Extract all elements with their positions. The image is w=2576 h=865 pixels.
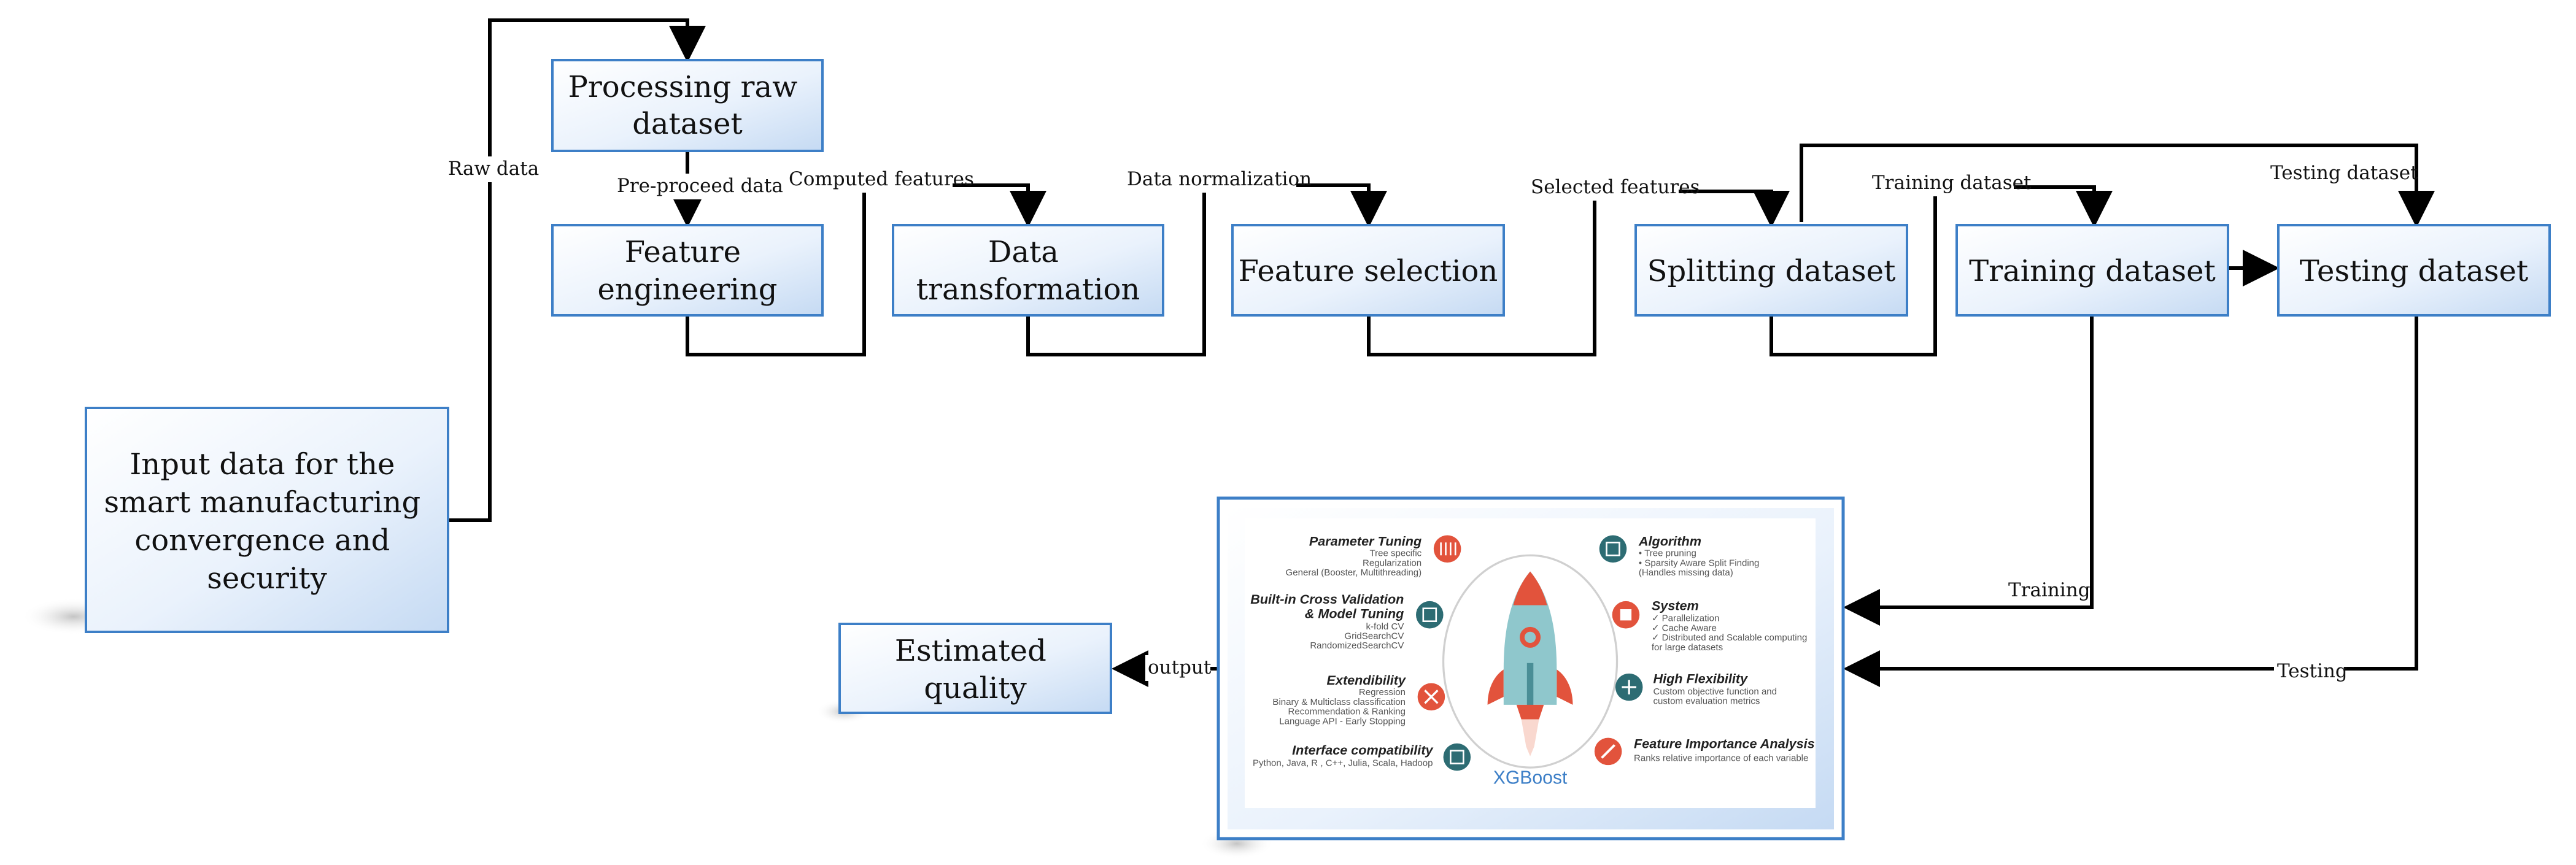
svg-text:Language API - Early Stopping: Language API - Early Stopping [1279,716,1406,726]
box-estimated-text: Estimated quality [895,634,1056,705]
svg-text:for large datasets: for large datasets [1652,642,1723,653]
label-computed-features: Computed features [789,168,974,190]
connectors [447,18,2435,687]
box-processing-text: Processing raw dataset [568,70,807,141]
ring-ellipse [1442,554,1619,769]
svg-text:k-fold CV: k-fold CV [1366,621,1404,632]
box-data-transformation-text: Data transformation [916,235,1140,307]
box-input: Input data for the smart manufacturing c… [85,407,449,633]
cross-validation-title: Built-in Cross Validation [1250,591,1404,607]
label-selected-features: Selected features [1531,176,1700,198]
svg-text:Regularization: Regularization [1363,558,1421,568]
svg-text:• Sparsity Aware Split Findin: • Sparsity Aware Split Finding [1639,558,1760,568]
label-testing-dataset: Testing dataset [2270,162,2418,184]
connector-feature-engineering-to-transformation [686,183,1046,356]
svg-text:GridSearchCV: GridSearchCV [1344,631,1404,642]
box-splitting-text: Splitting dataset [1647,254,1896,288]
interface-compatibility-icon [1443,743,1471,771]
connector-input-to-processing [447,18,706,522]
connector-selection-to-splitting [1367,190,1790,356]
label-training: Training [2008,579,2091,601]
connector-training-to-model [1843,315,2094,626]
svg-text:Ranks relative importance of e: Ranks relative importance of each variab… [1634,753,1808,764]
rocket-icon [1487,571,1573,756]
svg-text:(Handles missing data): (Handles missing data) [1639,567,1733,578]
extendibility-title: Extendibility [1327,672,1406,688]
ring-left-texts: Parameter Tuning Tree specific Regulariz… [1250,534,1433,769]
connector-splitting-to-training [1770,185,2113,356]
box-training-dataset: Training dataset [1955,224,2229,317]
box-feature-engineering: Feature engineering [551,224,824,317]
svg-text:Recommendation & Ranking: Recommendation & Ranking [1288,707,1406,717]
label-output: output [1148,656,1212,679]
svg-text:Tree specific: Tree specific [1369,548,1421,559]
connector-labels: Raw data Pre-proceed data Computed featu… [445,156,2418,685]
box-splitting-dataset: Splitting dataset [1634,224,1908,317]
svg-text:Binary & Multiclass classifica: Binary & Multiclass classification [1272,697,1406,707]
label-data-normalization: Data normalization [1127,168,1312,190]
feature-importance-title: Feature Importance Analysis [1634,736,1815,752]
ring-right-texts: Algorithm • Tree pruning • Sparsity Awar… [1634,534,1815,764]
svg-text:✓ Parallelization: ✓ Parallelization [1652,613,1719,624]
box-input-text: Input data for the smart manufacturing c… [104,447,430,596]
svg-text:General (Booster, Multithreadi: General (Booster, Multithreading) [1286,567,1422,578]
svg-text:• Tree pruning: • Tree pruning [1639,548,1696,559]
box-training-text: Training dataset [1969,254,2216,288]
algorithm-icon [1599,535,1627,563]
label-training-dataset: Training dataset [1872,172,2032,194]
svg-text:Python, Java, R , C++, Julia,: Python, Java, R , C++, Julia, Scala, Had… [1253,758,1433,768]
algorithm-title: Algorithm [1638,534,1701,549]
connector-transformation-to-selection [1026,183,1387,356]
svg-text:✓ Distributed and Scalable com: ✓ Distributed and Scalable computing [1652,632,1808,643]
parameter-tuning-title: Parameter Tuning [1309,534,1421,549]
box-feature-engineering-text: Feature engineering [597,235,777,307]
svg-text:✓ Cache Aware: ✓ Cache Aware [1652,623,1717,633]
ring-icons [1416,535,1643,771]
box-estimated-quality: Estimated quality [838,623,1112,714]
box-data-transformation: Data transformation [892,224,1164,317]
label-raw-data: Raw data [448,158,539,180]
box-processing: Processing raw dataset [551,59,824,152]
box-feature-selection-text: Feature selection [1239,254,1498,288]
xgboost-infographic: XGBoost Par [1250,534,1814,788]
parameter-tuning-icon [1433,535,1461,563]
svg-text:RandomizedSearchCV: RandomizedSearchCV [1310,640,1404,651]
label-pre-proceed-data: Pre-proceed data [617,175,783,197]
cross-validation-icon [1416,601,1444,629]
svg-text:custom evaluation metrics: custom evaluation metrics [1653,696,1760,707]
interface-compatibility-title: Interface compatibility [1292,742,1433,758]
svg-text:Custom objective function and: Custom objective function and [1653,686,1777,697]
box-testing-dataset: Testing dataset [2277,224,2551,317]
box-feature-selection: Feature selection [1231,224,1505,317]
system-title: System [1652,598,1699,613]
box-testing-text: Testing dataset [2300,254,2528,288]
xgboost-logo: XGBoost [1493,767,1568,788]
connector-splitting-to-testing [1800,144,2435,228]
svg-text:& Model Tuning: & Model Tuning [1305,606,1404,621]
xgboost-model-panel: XGBoost Par [1216,496,1845,840]
svg-text:Regression: Regression [1359,687,1406,698]
connector-testing-to-model [1843,315,2418,687]
label-testing: Testing [2277,660,2348,682]
high-flexibility-title: High Flexibility [1653,671,1748,686]
